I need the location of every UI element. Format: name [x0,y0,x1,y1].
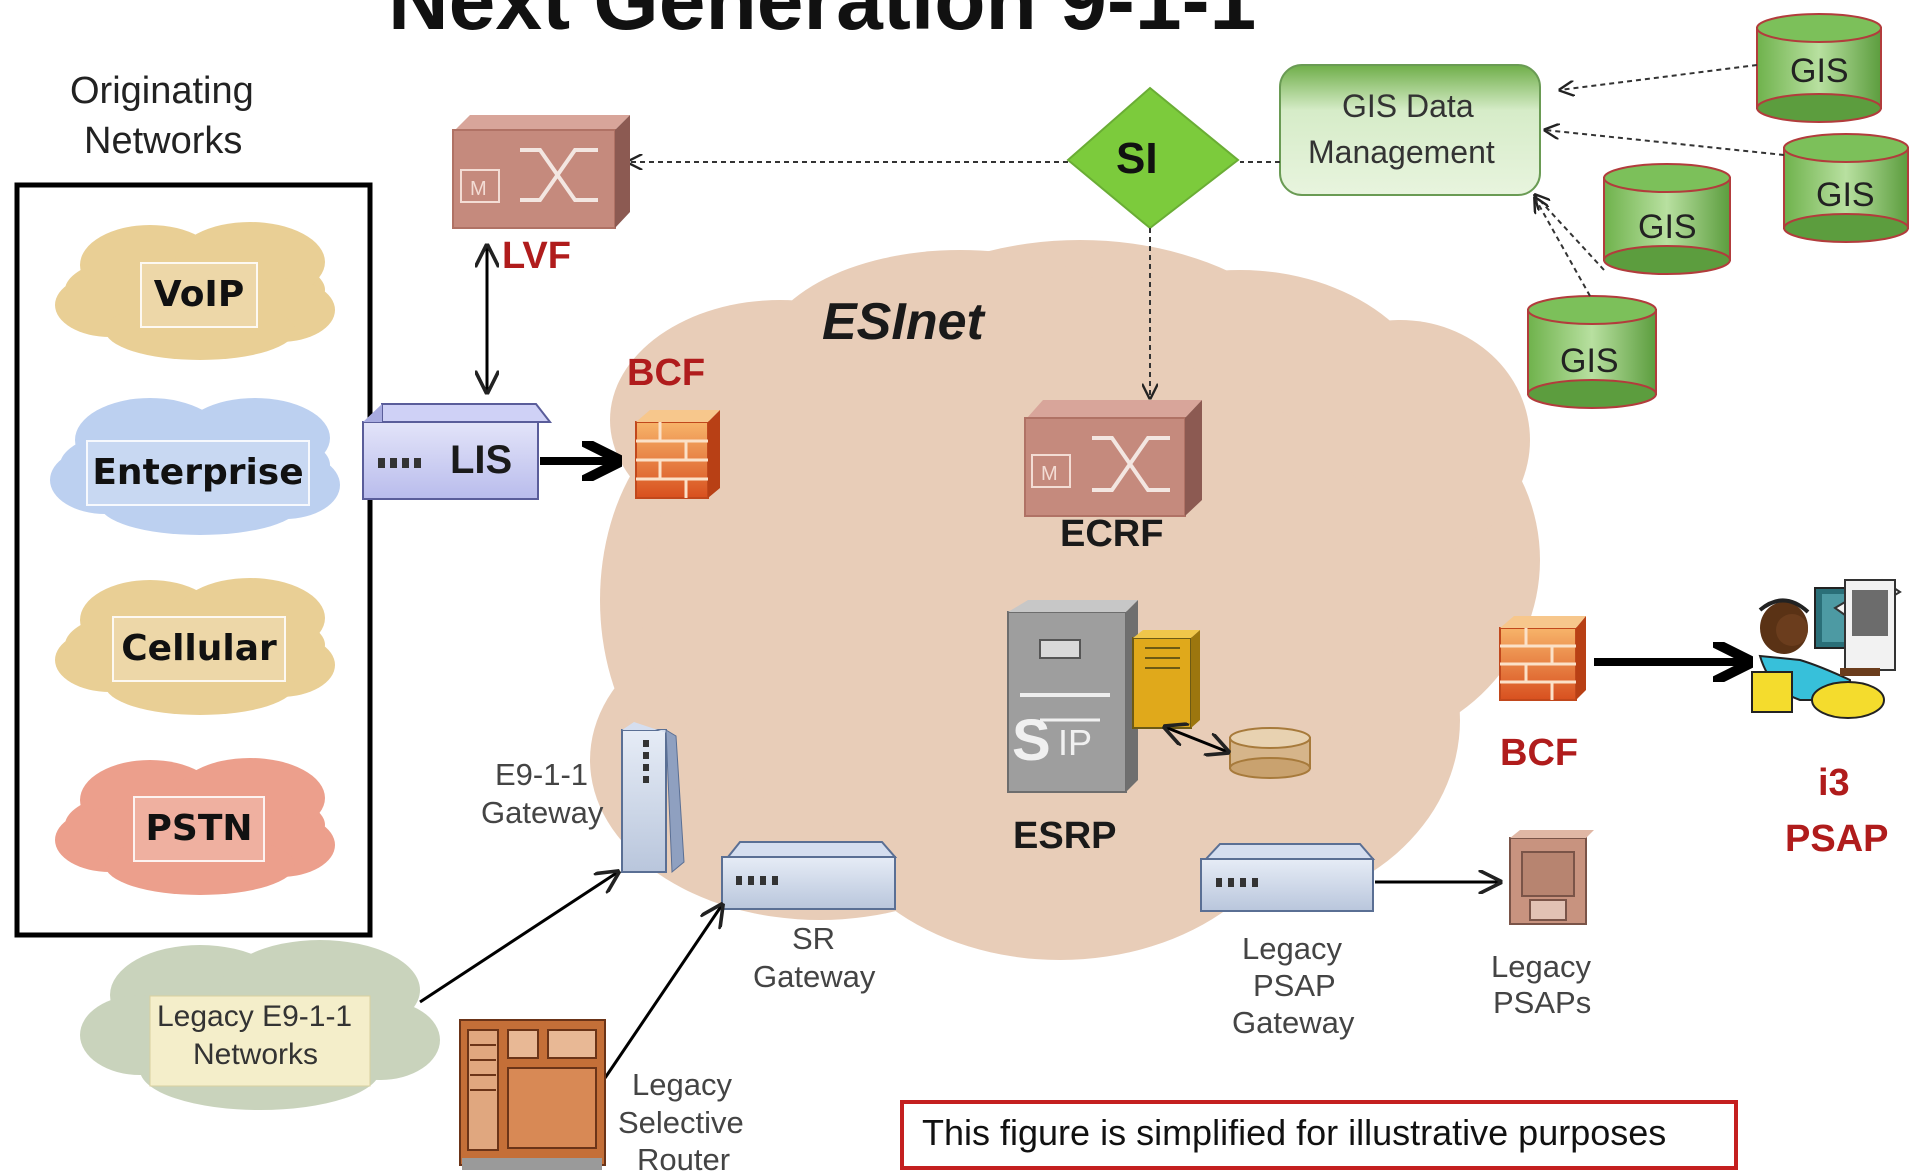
lvf-label: LVF [502,235,571,277]
psap-label-line2: PSAP [1785,818,1889,860]
e911-gateway-label-line2: Gateway [481,795,604,830]
sr-gateway-label-line1: SR [792,921,836,956]
originating-heading-line1: Originating [70,70,254,112]
originating-frame [14,182,373,938]
legacy-psap-gateway-label-line2: PSAP [1253,968,1336,1003]
gis-cylinder-2 [1783,133,1909,243]
pstn-cloud-label: PSTN [133,796,265,862]
si-label: SI [1116,134,1158,183]
ecrf-label: ECRF [1060,513,1164,555]
sr-gateway-label-line2: Gateway [753,959,876,994]
gis-label-1: GIS [1790,52,1849,90]
esrp-label: ESRP [1013,815,1117,857]
legacy-selective-router-shape [459,1019,606,1170]
enterprise-cloud-label: Enterprise [86,440,310,506]
gis-data-management-line1: GIS Data [1342,88,1474,124]
sr-gateway-shape [721,841,898,910]
legacy-networks-label-line1: Legacy E9-1-1 [157,1000,353,1033]
lis-label: LIS [450,438,513,482]
bcf-right-firewall-shape [1499,616,1586,701]
note-text: This figure is simplified for illustrati… [922,1112,1667,1153]
legacy-psaps-label-line2: PSAPs [1493,985,1592,1020]
legacy-psap-gateway-shape [1200,843,1376,912]
enterprise-cloud-shape [50,398,340,535]
gis-label-3: GIS [1638,208,1697,246]
legacy-psap-gateway-label-line3: Gateway [1232,1005,1355,1040]
esinet-label: ESInet [822,293,984,351]
gis-label-2: GIS [1816,176,1875,214]
note-box [900,1100,1738,1170]
page-title: Next Generation 9-1-1 [388,0,1257,47]
gis-data-management-line2: Management [1308,134,1495,170]
legacy-psaps-shape [1509,830,1594,925]
psap-operator-shape [1751,578,1902,719]
gis-cylinder-1 [1756,13,1882,123]
legacy-selective-router-label-line1: Legacy [632,1067,732,1102]
gis-cylinder-4 [1527,295,1657,409]
svg-text:M: M [470,178,487,200]
svg-text:IP: IP [1058,722,1092,763]
svg-text:M: M [1041,463,1058,485]
lvf-router-shape: M [452,115,630,229]
esrp-server-shape: S IP [1007,600,1311,793]
legacy-selective-router-label-line2: Selective [618,1105,744,1140]
legacy-selective-router-label-line3: Router [637,1142,731,1176]
cellular-cloud-label: Cellular [112,616,286,682]
svg-text:S: S [1012,708,1051,773]
e911-gateway-label-line1: E9-1-1 [495,757,589,792]
e911-gateway-shape [621,722,685,874]
voip-cloud-label: VoIP [140,262,258,328]
bcf-left-label: BCF [627,352,706,394]
originating-heading-line2: Networks [84,120,243,162]
lis-box-shape [362,403,553,500]
gis-data-management-box [1279,64,1541,196]
pstn-cloud-shape [55,758,335,895]
bcf-right-label: BCF [1500,732,1579,774]
bcf-left-firewall-shape [635,410,720,499]
voip-cloud-shape [55,222,335,360]
psap-label-line1: i3 [1818,762,1850,804]
cellular-cloud-shape [55,578,335,715]
gis-label-4: GIS [1560,342,1619,380]
legacy-psap-gateway-label-line1: Legacy [1242,931,1342,966]
legacy-networks-label-line2: Networks [193,1038,319,1071]
legacy-psaps-label-line1: Legacy [1491,949,1591,984]
ecrf-router-shape: M [1024,400,1202,517]
gis-cylinder-3 [1603,163,1731,275]
